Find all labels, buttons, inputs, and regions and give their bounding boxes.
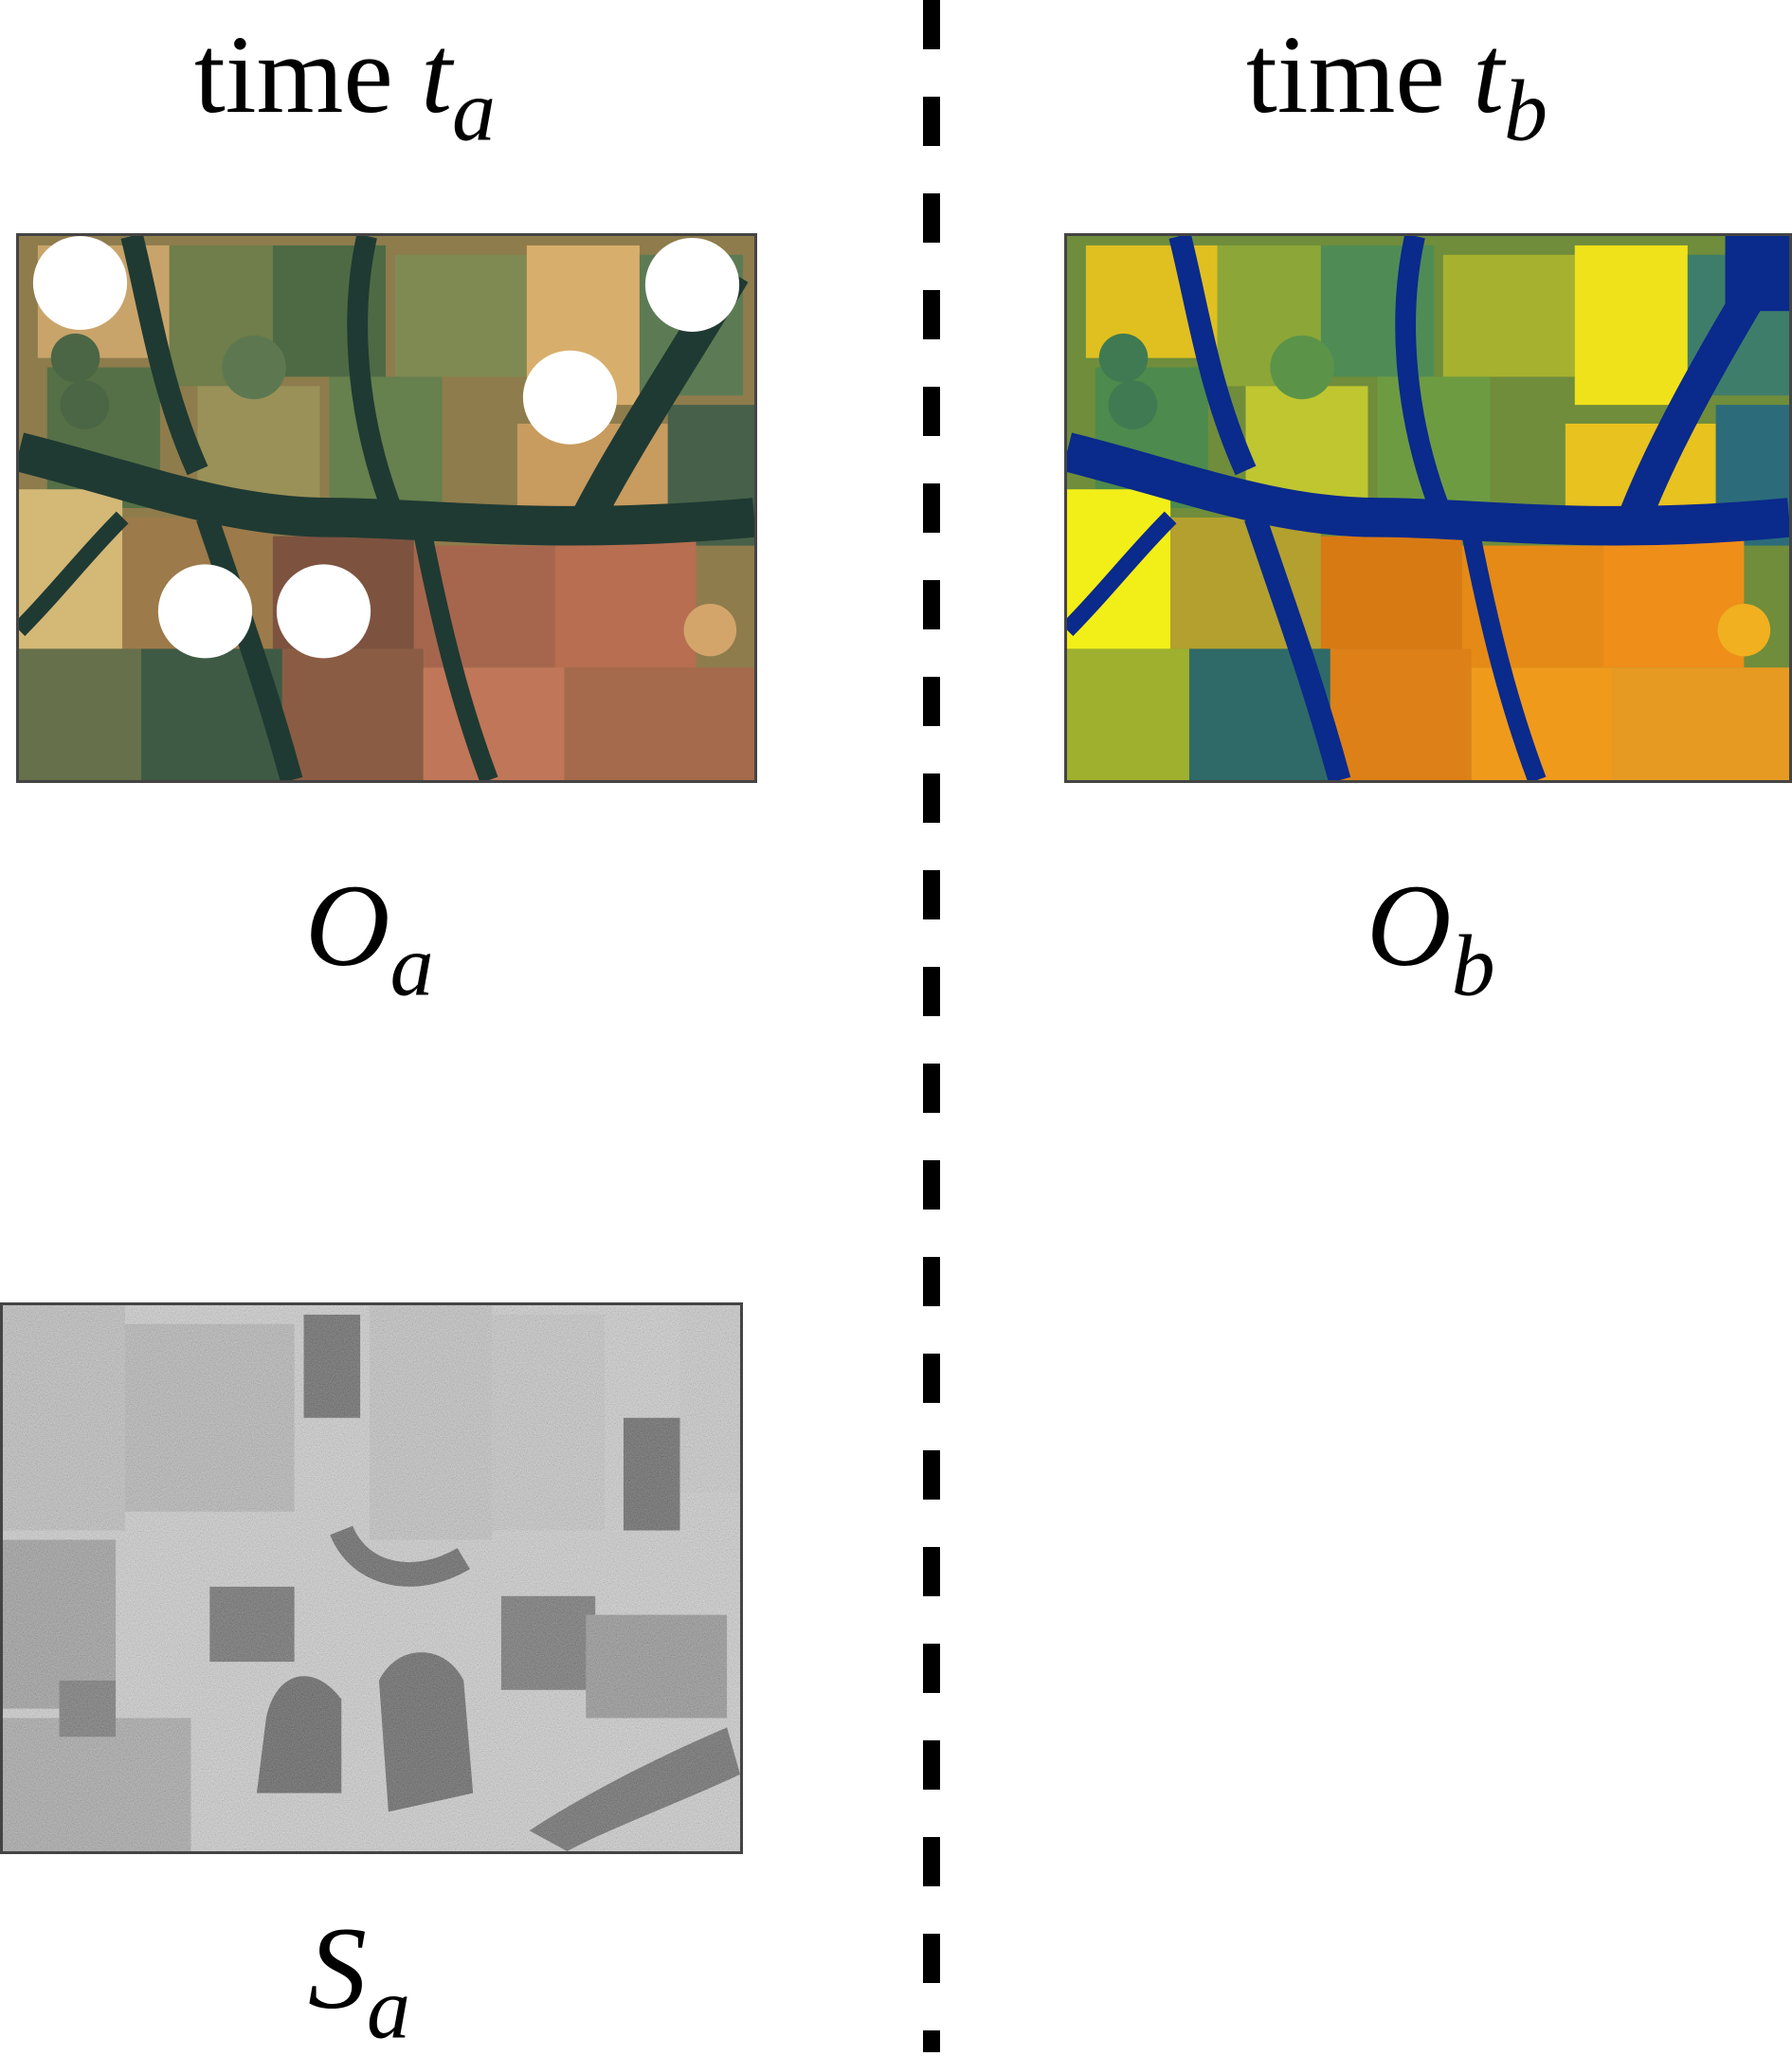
label-optical-a: Oa [305, 861, 434, 1014]
label-sar-a: Sa [308, 1903, 410, 2056]
sar-image-a [0, 1302, 743, 1854]
label-optical-b: Ob [1367, 861, 1495, 1014]
optical-image-b [1064, 233, 1792, 783]
optical-image-a [16, 233, 757, 783]
heading-time-b: time tb [1246, 12, 1548, 159]
heading-time-a: time ta [194, 12, 497, 159]
dashed-divider [923, 0, 940, 2052]
